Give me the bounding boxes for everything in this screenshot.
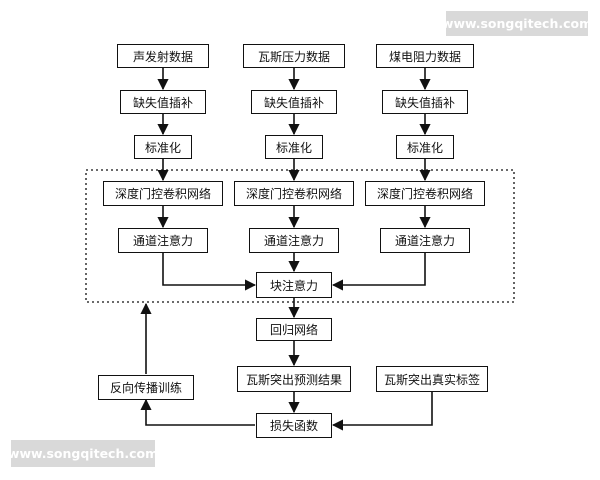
channel-attention-c1: 通道注意力 — [118, 228, 208, 253]
arrow-label-to-loss — [331, 392, 433, 431]
arrow-loss-to-backprop — [140, 398, 255, 426]
input-acoustic-emission: 声发射数据 — [117, 44, 209, 68]
backprop-training: 反向传播训练 — [98, 375, 194, 400]
arrow-c3-attn-to-block — [331, 253, 426, 291]
loss-function: 损失函数 — [256, 413, 332, 438]
arrow-c1-attn-to-block — [162, 253, 257, 291]
standardize-c2: 标准化 — [265, 135, 323, 159]
gated-conv-c1: 深度门控卷积网络 — [103, 181, 223, 206]
true-label: 瓦斯突出真实标签 — [376, 366, 488, 392]
gated-conv-c2: 深度门控卷积网络 — [234, 181, 354, 206]
block-attention: 块注意力 — [256, 272, 332, 298]
watermark-top-right: www.songqitech.com — [442, 11, 592, 36]
gated-conv-c3: 深度门控卷积网络 — [365, 181, 485, 206]
input-coal-resistance: 煤电阻力数据 — [376, 44, 474, 68]
missing-fill-c3: 缺失值插补 — [382, 90, 468, 114]
prediction-result: 瓦斯突出预测结果 — [237, 366, 351, 392]
input-gas-pressure: 瓦斯压力数据 — [243, 44, 345, 68]
missing-fill-c1: 缺失值插补 — [120, 90, 206, 114]
missing-fill-c2: 缺失值插补 — [251, 90, 337, 114]
regression-network: 回归网络 — [256, 318, 332, 341]
standardize-c1: 标准化 — [134, 135, 192, 159]
watermark-bottom-left: www.songqitech.com — [8, 440, 158, 467]
channel-attention-c3: 通道注意力 — [380, 228, 470, 253]
standardize-c3: 标准化 — [396, 135, 454, 159]
channel-attention-c2: 通道注意力 — [249, 228, 339, 253]
